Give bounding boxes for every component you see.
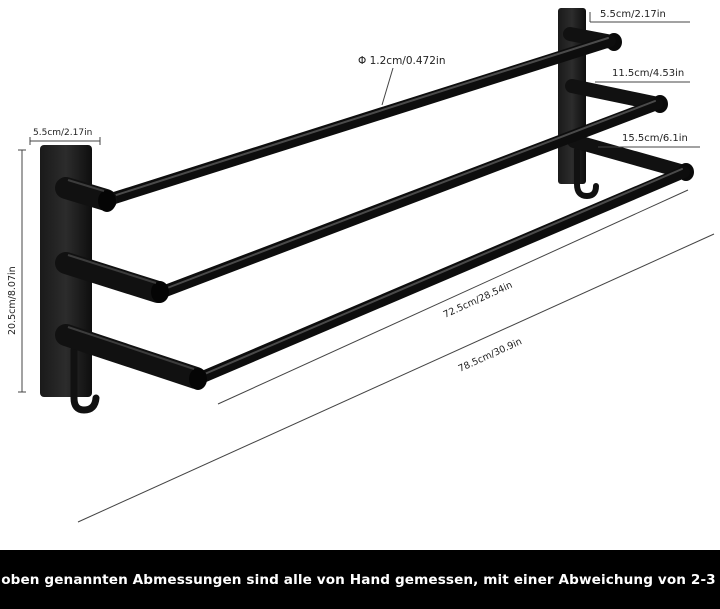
caption-text: Die oben genannten Abmessungen sind alle… bbox=[0, 571, 720, 588]
middle-bar-depth-label: 11.5cm/4.53in bbox=[612, 68, 684, 79]
right-hook bbox=[574, 147, 599, 200]
caption-bar: Die oben genannten Abmessungen sind alle… bbox=[0, 550, 720, 609]
left-bracket-width-label: 5.5cm/2.17in bbox=[33, 128, 92, 138]
diameter-label: Φ 1.2cm/0.472in bbox=[358, 55, 445, 67]
left-arm-caps bbox=[98, 190, 207, 390]
towel-rack-diagram: Φ 1.2cm/0.472in 5.5cm/2.17in 11.5cm/4.53… bbox=[7, 8, 715, 523]
towel-bars bbox=[102, 35, 690, 385]
bottom-bar bbox=[192, 166, 690, 385]
height-label: 20.5cm/8.07in bbox=[7, 266, 18, 335]
bottom-bar-depth-label: 15.5cm/6.1in bbox=[622, 133, 688, 144]
middle-bar bbox=[154, 98, 663, 299]
top-bar bbox=[102, 35, 616, 206]
dimension-lines bbox=[18, 12, 715, 523]
right-bracket-width-label: 5.5cm/2.17in bbox=[600, 9, 666, 20]
total-length-label: 78.5cm/30.9in bbox=[457, 336, 524, 374]
left-hook bbox=[70, 346, 100, 414]
